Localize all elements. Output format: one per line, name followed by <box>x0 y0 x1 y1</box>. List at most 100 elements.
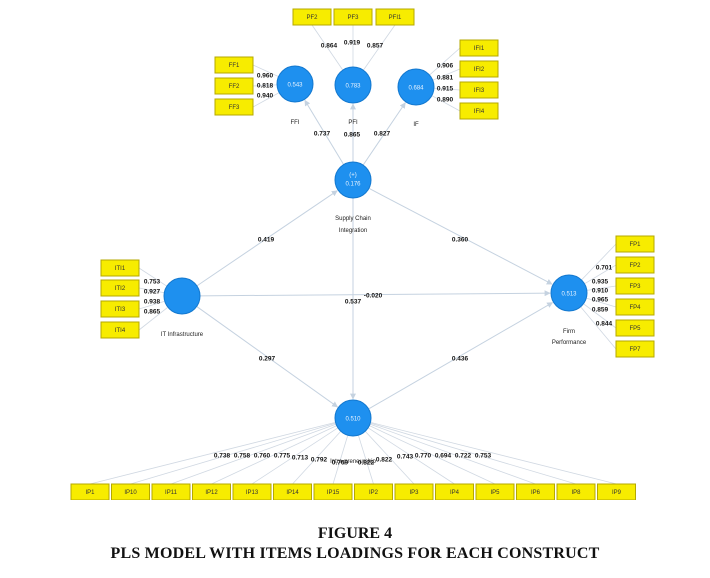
path-coefficient-sci-if: 0.827 <box>374 131 391 138</box>
iti-indicator-box <box>100 279 140 297</box>
ip-indicator-box <box>70 483 110 500</box>
ip-indicator-label: IP10 <box>124 490 137 496</box>
fp-indicator-link <box>586 297 617 308</box>
iti-indicator-label: ITI4 <box>115 328 126 334</box>
iti-indicator-link <box>138 300 165 310</box>
pfi-indicator-link <box>311 24 344 71</box>
ip-indicator-loading: 0.713 <box>292 455 309 462</box>
structural-paths <box>196 99 554 410</box>
iti-indicator-box <box>100 300 140 318</box>
construct-r2: 0.543 <box>287 83 303 89</box>
ip-indicator-label: IP8 <box>571 490 581 496</box>
ip-indicator-link <box>170 423 337 485</box>
ip-indicator-link <box>211 425 337 485</box>
if-indicator-loading: 0.890 <box>437 97 454 104</box>
fp-indicator-box <box>615 256 655 274</box>
if-indicator-label: IFI3 <box>474 88 485 94</box>
fp-indicator-loading: 0.859 <box>592 307 609 314</box>
ip-indicator-link <box>292 430 342 485</box>
ip-indicator-label: IP13 <box>246 490 259 496</box>
if-indicator-link <box>429 47 461 76</box>
ip-indicator-link <box>251 427 339 485</box>
indicator-links <box>89 24 617 485</box>
construct-r2: 0.513 <box>561 292 577 298</box>
construct-label: PFI <box>348 120 358 126</box>
fp-indicator-link <box>581 243 617 281</box>
iti-indicator-loading: 0.927 <box>144 289 161 296</box>
ip-indicator-box <box>111 483 150 500</box>
fp-indicator-link <box>580 306 617 350</box>
ip-indicator-label: IP2 <box>369 490 379 496</box>
ip-indicator-loading: 0.758 <box>234 453 251 460</box>
fp-indicator-box <box>615 277 655 295</box>
ip-indicator-label: IP9 <box>612 490 622 496</box>
pfi-indicator-box <box>375 8 415 26</box>
ip-indicator-loading: 0.760 <box>254 453 271 460</box>
construct-label: Intra-preneurship <box>330 459 376 465</box>
ip-indicator-box <box>313 483 353 500</box>
iti-indicator-box <box>100 321 140 339</box>
ip-indicator-loading: 0.769 <box>332 460 349 467</box>
construct-circle <box>334 161 372 199</box>
ip-indicator-link <box>89 421 336 485</box>
fp-indicator-loading: 0.965 <box>592 297 609 304</box>
ip-indicator-label: IP12 <box>205 490 218 496</box>
path-sci-to-fp <box>368 187 553 285</box>
ip-indicator-loading: 0.738 <box>214 453 231 460</box>
ip-indicator-label: IP15 <box>327 490 340 496</box>
pfi-indicator-loading: 0.864 <box>321 43 338 50</box>
ip-indicator-loading: 0.743 <box>397 454 414 461</box>
ip-indicator-loading: 0.722 <box>455 453 472 460</box>
iti-indicator-label: ITI3 <box>115 307 126 313</box>
fp-indicator-label: FP5 <box>629 326 641 332</box>
pfi-indicator-label: PF2 <box>306 15 318 21</box>
path-coefficient-sci-fp: 0.360 <box>452 237 469 244</box>
if-indicator-label: IFI1 <box>474 46 485 52</box>
path-coefficient-sci-ip: 0.537 <box>345 299 362 306</box>
fp-indicator-label: FP1 <box>629 242 641 248</box>
construct-circle <box>276 65 314 103</box>
construct-label: Integration <box>339 228 367 234</box>
construct-r2: 0.783 <box>345 84 361 90</box>
if-indicator-box <box>459 81 499 99</box>
fp-indicator-box <box>615 235 655 253</box>
if-indicator-loading: 0.915 <box>437 86 454 93</box>
ip-indicator-label: IP11 <box>165 490 178 496</box>
ffi-indicator-loading: 0.818 <box>257 83 274 90</box>
path-iti-to-fp <box>199 290 551 297</box>
ip-indicator-link <box>357 435 374 485</box>
pfi-indicator-link <box>362 24 396 71</box>
ip-indicator-link <box>130 422 336 485</box>
ffi-indicator-loading: 0.940 <box>257 93 274 100</box>
ip-indicator-link <box>370 422 577 485</box>
ffi-indicator-label: FF2 <box>229 84 240 90</box>
fp-indicator-loading: 0.844 <box>596 321 613 328</box>
fp-indicator-link <box>586 285 617 291</box>
ffi-indicator-link <box>252 84 278 87</box>
ip-indicator-loading: 0.822 <box>358 460 375 467</box>
iti-indicator-loading: 0.753 <box>144 279 161 286</box>
construct-r2: 0.176 <box>345 182 361 188</box>
figure-number: FIGURE 4 <box>317 525 393 542</box>
fp-indicator-loading: 0.935 <box>592 279 609 286</box>
fp-indicator-box <box>615 298 655 316</box>
fp-indicator-link <box>583 303 617 329</box>
ip-indicator-link <box>367 427 455 485</box>
construct-ffi: 0.543 <box>276 65 314 103</box>
ip-indicator-box <box>516 483 555 500</box>
ip-indicator-label: IP3 <box>409 490 419 496</box>
fp-indicator-label: FP3 <box>629 284 641 290</box>
ffi-indicator-label: FF1 <box>229 63 240 69</box>
ip-indicator-box <box>597 483 636 500</box>
ffi-indicator-loading: 0.960 <box>257 73 274 80</box>
path-coefficient-sci-ffi: 0.737 <box>314 131 331 138</box>
if-indicator-box <box>459 39 499 57</box>
iti-indicator-loading: 0.865 <box>144 309 161 316</box>
pfi-indicator-loading: 0.919 <box>344 40 361 47</box>
ip-indicator-box <box>192 483 231 500</box>
iti-indicator-loading: 0.938 <box>144 299 161 306</box>
iti-indicator-link <box>138 306 169 331</box>
ip-indicator-box <box>394 483 434 500</box>
if-indicator-label: IFI4 <box>474 109 485 115</box>
